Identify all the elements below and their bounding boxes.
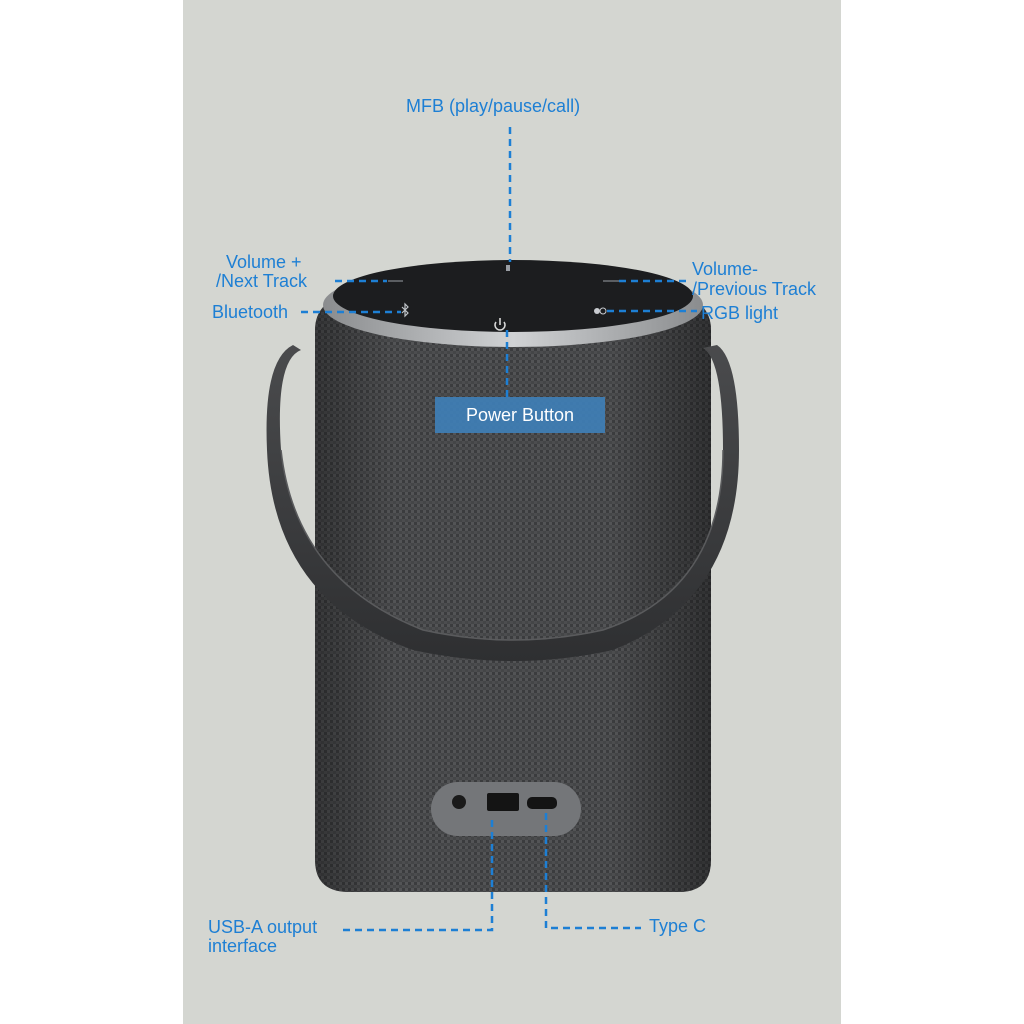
port-panel [431, 782, 581, 836]
bluetooth-label: Bluetooth [212, 302, 289, 322]
product-image-stage: MFB (play/pause/call) Volume + /Next Tra… [183, 0, 841, 1024]
usb-a-label-line2: interface [208, 936, 278, 956]
power-button-label-box [435, 397, 605, 433]
mfb-label: MFB (play/pause/call) [406, 96, 581, 116]
speaker-illustration [266, 127, 739, 932]
volume-up-label-line2: /Next Track [216, 271, 308, 291]
usb-c-port-icon [527, 797, 557, 809]
volume-down-label-line1: Volume- [692, 259, 759, 279]
rgb-light-label: RGB light [701, 303, 779, 323]
speaker-body [315, 292, 711, 892]
leader-lines [301, 127, 697, 932]
volume-up-label-line1: Volume + [226, 252, 302, 272]
carry-handle [266, 345, 739, 661]
type-c-label: Type C [649, 916, 707, 936]
rgb-light-icon [594, 307, 607, 315]
volume-down-label-line2: /Previous Track [692, 279, 817, 299]
usb-a-port-icon [487, 793, 519, 811]
aux-jack-icon [452, 795, 466, 809]
power-button-label: Power Button [465, 405, 575, 425]
control-panel [333, 260, 693, 332]
power-icon [494, 318, 506, 331]
bluetooth-icon [401, 302, 409, 318]
usb-a-label-line1: USB-A output [208, 917, 318, 937]
mfb-icon [506, 265, 510, 271]
